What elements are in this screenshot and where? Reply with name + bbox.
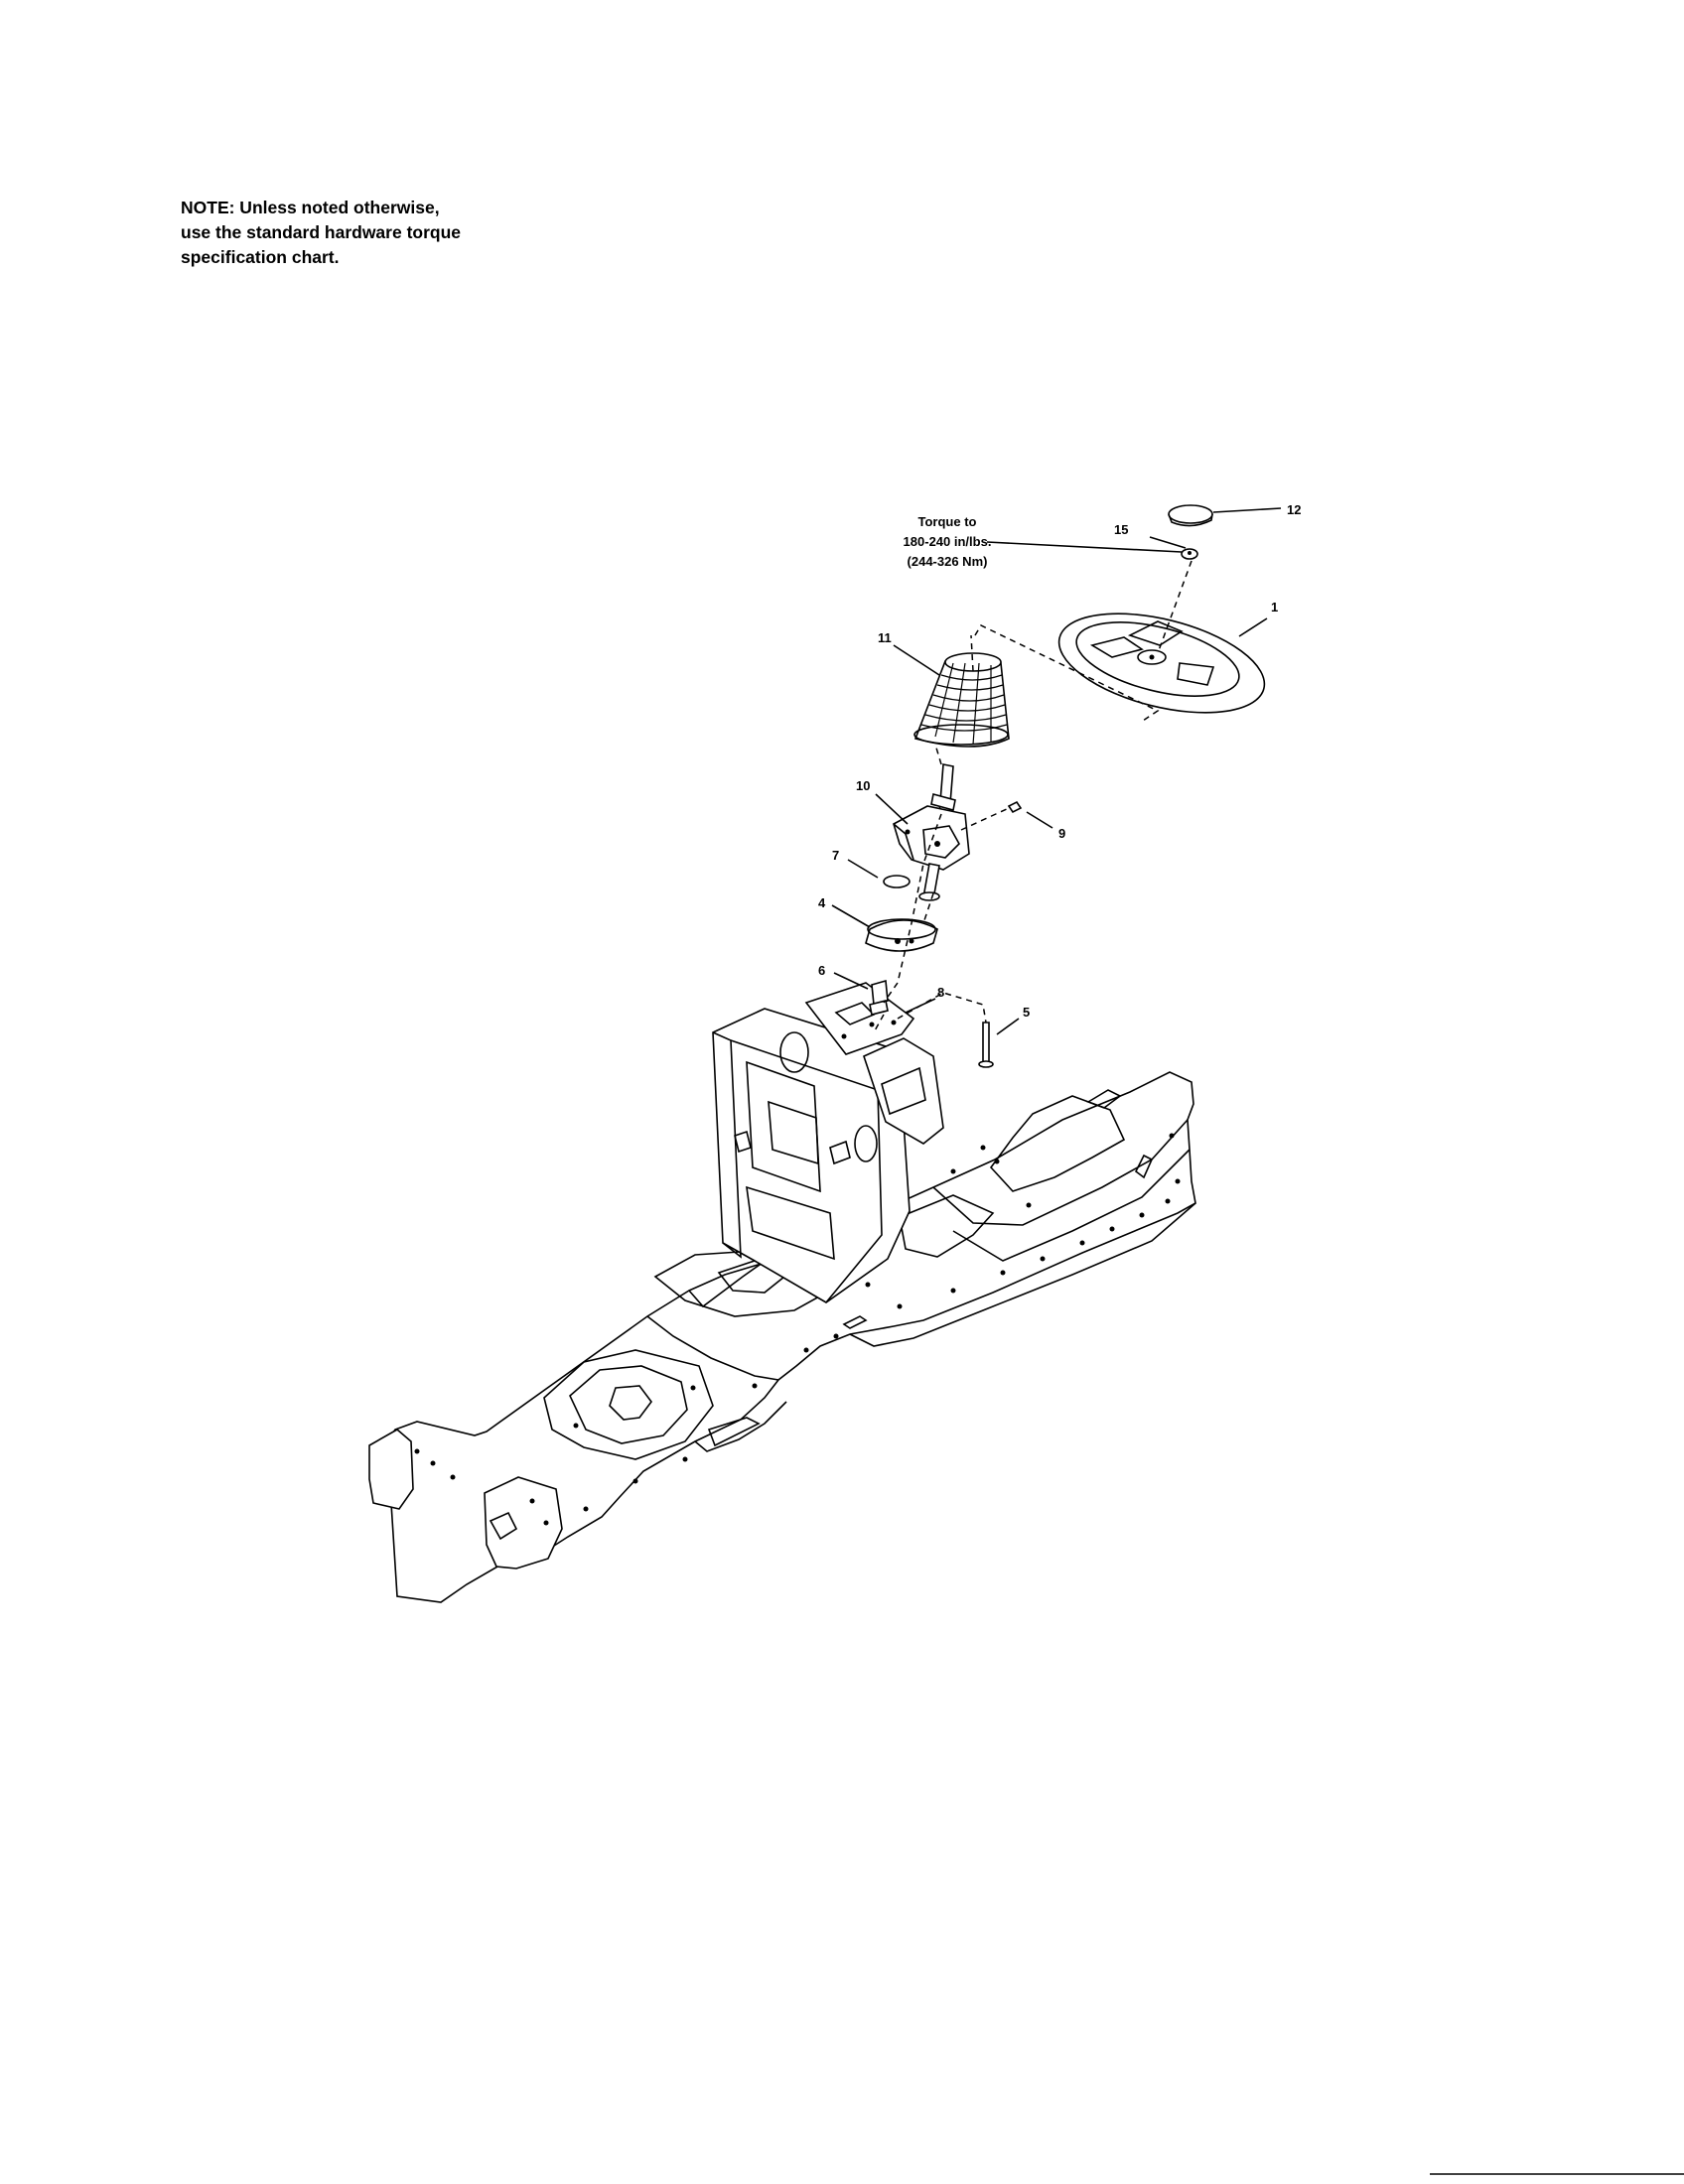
mount-bracket-gear <box>922 825 960 859</box>
tower-dash-extension <box>863 1037 944 1145</box>
callout-6: 6 <box>818 963 825 978</box>
callout-9: 9 <box>1058 826 1065 841</box>
frame-rear-opening-2 <box>899 1194 995 1258</box>
leader-1 <box>1238 617 1268 637</box>
callout-10: 10 <box>856 778 870 793</box>
wheel-rim-outer <box>1057 613 1266 714</box>
boot-bottom <box>913 724 1009 746</box>
tower-front-face <box>712 1031 742 1259</box>
hex-nut <box>1181 548 1198 560</box>
chassis-frame <box>368 1071 1196 1603</box>
tower-left-hole <box>779 1031 809 1073</box>
callout-11: 11 <box>878 630 892 645</box>
torque-spec-label: Torque to 180-240 in/lbs. (244-326 Nm) <box>904 514 992 569</box>
callout-15: 15 <box>1114 522 1128 537</box>
note-line-2: use the standard hardware torque <box>181 222 462 242</box>
wheel-spoke-top <box>1127 620 1184 646</box>
tower-right-hole <box>854 1125 878 1162</box>
frame-top-rail <box>646 1315 779 1381</box>
dash-tower <box>712 982 944 1303</box>
leader-11 <box>893 644 940 676</box>
cap-side <box>1168 513 1213 527</box>
leader-7 <box>847 859 879 879</box>
bolt-5 <box>978 1022 994 1068</box>
leader-5 <box>996 1018 1020 1035</box>
floor-plate-hole <box>609 1385 652 1421</box>
gear-plate <box>865 918 938 952</box>
leader-12 <box>1212 507 1282 513</box>
front-bracket-right <box>484 1476 563 1570</box>
leader-6 <box>833 972 869 990</box>
callout-7: 7 <box>832 848 839 863</box>
shaft-collar <box>930 793 956 811</box>
frame-rail-inner <box>952 1149 1191 1262</box>
coupler-6 <box>871 979 889 1007</box>
callout-5: 5 <box>1023 1005 1030 1020</box>
cap-body <box>1168 504 1213 524</box>
steering-wheel <box>1057 613 1266 714</box>
wheel-rim-inner <box>1075 621 1240 697</box>
callout-4: 4 <box>818 895 826 910</box>
tower-lower-box <box>746 1185 835 1261</box>
torque-note-block: NOTE: Unless noted otherwise, use the st… <box>181 196 598 270</box>
leader-8 <box>905 998 936 1014</box>
wheel-spoke-right <box>1177 662 1215 686</box>
mount-bracket-flange <box>893 823 914 861</box>
tower-tab-right <box>829 1140 851 1165</box>
steering-cap <box>1168 504 1213 527</box>
frame-rear-rail <box>932 1119 1189 1226</box>
leader-torque <box>986 541 1183 553</box>
torque-line-3: (244-326 Nm) <box>908 554 988 569</box>
torque-line-1: Torque to <box>918 514 977 529</box>
tower-side-face <box>825 1089 883 1303</box>
frame-slot-1 <box>842 1315 868 1329</box>
leader-4 <box>831 904 871 928</box>
frame-outline <box>386 1071 1196 1603</box>
boot-ribs <box>920 662 1008 746</box>
note-line-1: NOTE: Unless noted otherwise, <box>181 198 440 217</box>
leader-9 <box>1026 811 1053 829</box>
frame-skid-edge-2 <box>694 1401 787 1452</box>
callout-8: 8 <box>937 985 944 1000</box>
leader-10 <box>875 793 909 825</box>
leader-15 <box>1149 536 1187 549</box>
frame-holes <box>414 1133 1181 1526</box>
crossmember-slot <box>717 1260 786 1294</box>
front-bracket-left <box>368 1429 414 1510</box>
note-line-3: specification chart. <box>181 247 340 267</box>
frame-slot-2 <box>1134 1154 1154 1179</box>
torque-line-2: 180-240 in/lbs. <box>904 534 992 549</box>
fastener-9 <box>1007 800 1023 814</box>
wheel-spoke-left <box>1089 636 1144 658</box>
front-bracket-step <box>489 1511 518 1541</box>
washer-7b <box>918 891 940 901</box>
floor-plate <box>543 1349 714 1460</box>
assembly-lines <box>873 560 1193 1033</box>
tower-tab-left <box>734 1130 752 1154</box>
tower-inner-window <box>768 1100 819 1165</box>
tower-window <box>746 1060 821 1193</box>
callout-12: 12 <box>1287 502 1301 517</box>
frame-skid-edge <box>849 1202 1196 1347</box>
floor-plate-slot <box>707 1417 761 1447</box>
floor-plate-cutout <box>569 1365 688 1444</box>
leader-lines <box>831 507 1282 1035</box>
steering-shaft-assembly <box>893 763 970 900</box>
washer-7 <box>883 875 911 888</box>
callout-1: 1 <box>1271 600 1278 614</box>
coupler-6-base <box>869 1000 889 1016</box>
mount-bracket <box>893 805 970 871</box>
tower-dash-extension-slot <box>881 1066 926 1116</box>
rear-tab <box>1086 1089 1122 1109</box>
callout-labels: 12 15 1 11 10 9 7 4 6 8 5 <box>818 502 1301 1020</box>
